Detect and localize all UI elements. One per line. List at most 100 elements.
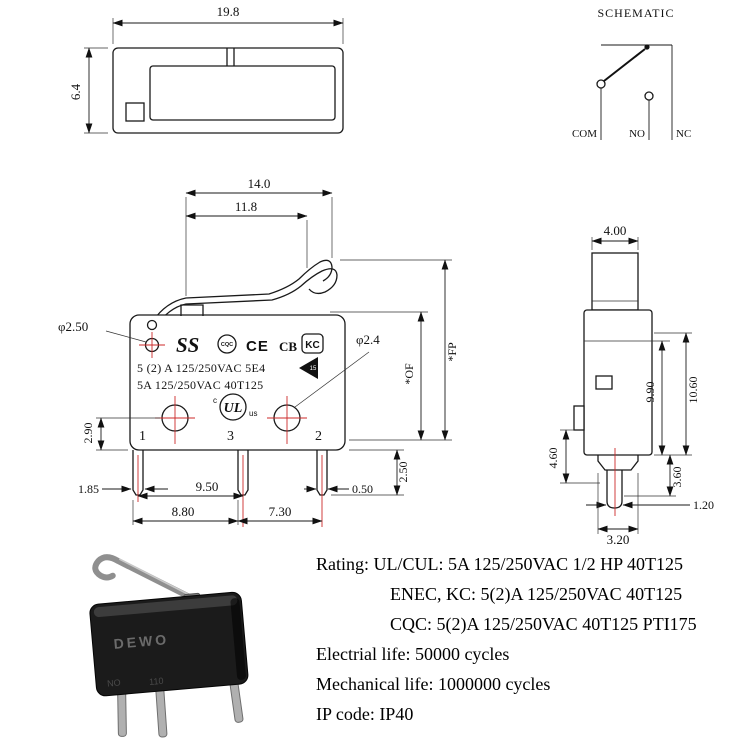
spec-mechanical-life: Mechanical life: 1000000 cycles: [316, 674, 551, 694]
label-hole-right: φ2.4: [294, 332, 380, 408]
terminal-number-3: 3: [227, 429, 234, 444]
side-body-outline: [583, 309, 653, 456]
dim-fp: *FP: [340, 259, 459, 441]
spec-cqc: CQC: 5(2)A 125/250VAC 40T125 PTI175: [390, 614, 697, 634]
kc-mark-frame: [301, 333, 324, 354]
cqc-mark-circle: [217, 334, 237, 354]
cb-mark: CB: [279, 339, 297, 354]
dim-1-20: 1.20: [586, 498, 714, 512]
dim-2-90: 2.90: [81, 417, 160, 451]
lever-bottom-line: [155, 268, 338, 328]
ul-mark-c: c: [213, 396, 217, 405]
dim-10-60-label: 10.60: [686, 377, 700, 404]
dim-3-60: 3.60: [624, 454, 684, 497]
specs-block: Rating: UL/CUL: 5A 125/250VAC 1/2 HP 40T…: [316, 549, 748, 729]
kc-mark: KC: [305, 340, 319, 351]
lever-pivot: [146, 319, 158, 331]
dim-8-80: 8.80: [132, 500, 239, 525]
dim-19-8-label: 19.8: [217, 4, 240, 19]
ul-mark-circle: [219, 393, 247, 421]
schematic-com-contact: [596, 79, 606, 89]
top-view-outline: [112, 47, 344, 134]
spec-electrical-life: Electrial life: 50000 cycles: [316, 644, 510, 664]
phi-2-4-label: φ2.4: [356, 332, 380, 347]
side-pin: [606, 470, 623, 509]
photo-body-highlight: [93, 595, 238, 618]
dim-3-20-label: 3.20: [607, 532, 630, 547]
top-view: 19.8 6.4: [68, 4, 344, 134]
side-view: 4.00 9.90 10.60 4.60 3.60: [546, 223, 714, 547]
ul-mark-us: us: [249, 409, 257, 418]
dim-14-0-label: 14.0: [248, 176, 271, 191]
mold-wedge-icon: [299, 357, 318, 379]
photo-pin-left: [117, 687, 127, 737]
photo-body: [89, 591, 249, 697]
side-tab: [573, 405, 585, 431]
lever-top-line: [152, 259, 333, 322]
label-hole-left: φ2.50: [58, 319, 147, 343]
phi-2-50-label: φ2.50: [58, 319, 88, 334]
dim-4-60: 4.60: [546, 429, 600, 484]
dim-0-50: 0.50: [304, 482, 373, 496]
schematic-nc-label: NC: [676, 128, 691, 140]
dim-7-30-label: 7.30: [269, 504, 292, 519]
dim-2-90-label: 2.90: [81, 423, 95, 444]
terminal-number-1: 1: [139, 429, 146, 444]
spec-rating: Rating: UL/CUL: 5A 125/250VAC 1/2 HP 40T…: [316, 554, 684, 574]
ss-logo: SS: [176, 333, 199, 357]
dim-11-8-label: 11.8: [235, 199, 257, 214]
dim-7-30: 7.30: [237, 504, 323, 525]
schematic-view: SCHEMATIC COM NO NC: [572, 6, 691, 140]
mold-wedge-number: 15: [310, 366, 317, 372]
schematic-lever-pivot-dot: [644, 44, 650, 50]
top-view-inner-outline: [149, 65, 336, 121]
photo-lever-highlight: [118, 558, 199, 601]
side-body-detail: [595, 375, 613, 390]
body-rating-line1: 5 (2) A 125/250VAC 5E4: [137, 361, 265, 375]
dim-11-8: 11.8: [185, 199, 308, 268]
schematic-com-label: COM: [572, 128, 597, 140]
dim-2-50-label: 2.50: [396, 462, 410, 483]
plunger-outline: [591, 252, 639, 311]
dim-2-50: 2.50: [331, 449, 410, 496]
ul-mark: UL: [224, 401, 243, 416]
dim-1-85-label: 1.85: [78, 482, 99, 496]
schematic-lever: [603, 48, 646, 82]
dim-of-label: *OF: [402, 363, 416, 385]
terminal-number-2: 2: [315, 429, 322, 444]
photo-body-shadow: [230, 598, 246, 680]
dim-14-0: 14.0: [185, 176, 333, 296]
ce-mark: CE: [246, 338, 269, 355]
product-photo: DEWO NO 110: [89, 554, 249, 738]
dim-4-60-label: 4.60: [546, 448, 560, 469]
photo-pin-middle: [155, 686, 168, 738]
cqc-mark: CQC: [221, 342, 233, 348]
schematic-title: SCHEMATIC: [597, 6, 674, 20]
dim-10-60: 10.60: [654, 332, 700, 456]
dim-fp-label: *FP: [445, 342, 459, 362]
spec-ip-code: IP code: IP40: [316, 704, 414, 724]
dim-4-00: 4.00: [591, 223, 639, 250]
dim-9-90-label: 9.90: [643, 382, 657, 403]
dim-0-50-label: 0.50: [352, 482, 373, 496]
photo-mark-no: NO: [107, 677, 121, 688]
dim-1-85: 1.85: [78, 482, 168, 496]
front-view: SS CQC CE CB KC 15 5 (2) A 125/250VAC 5E…: [58, 176, 459, 527]
dim-3-60-label: 3.60: [670, 467, 684, 488]
dim-1-20-label: 1.20: [693, 498, 714, 512]
dim-of: *OF: [330, 311, 428, 441]
dim-6-4-label: 6.4: [68, 83, 83, 100]
photo-lever: [92, 554, 202, 605]
dim-9-50-label: 9.50: [196, 479, 219, 494]
schematic-no-contact: [644, 91, 654, 101]
spec-enec: ENEC, KC: 5(2)A 125/250VAC 40T125: [390, 584, 683, 604]
top-view-notch: [125, 102, 145, 122]
plunger-bump: [180, 304, 204, 316]
dim-8-80-label: 8.80: [172, 504, 195, 519]
dim-9-50: 9.50: [137, 479, 244, 500]
body-rating-line2: 5A 125/250VAC 40T125: [137, 378, 263, 392]
dim-length-19-8: 19.8: [112, 4, 344, 44]
schematic-no-label: NO: [629, 128, 645, 140]
